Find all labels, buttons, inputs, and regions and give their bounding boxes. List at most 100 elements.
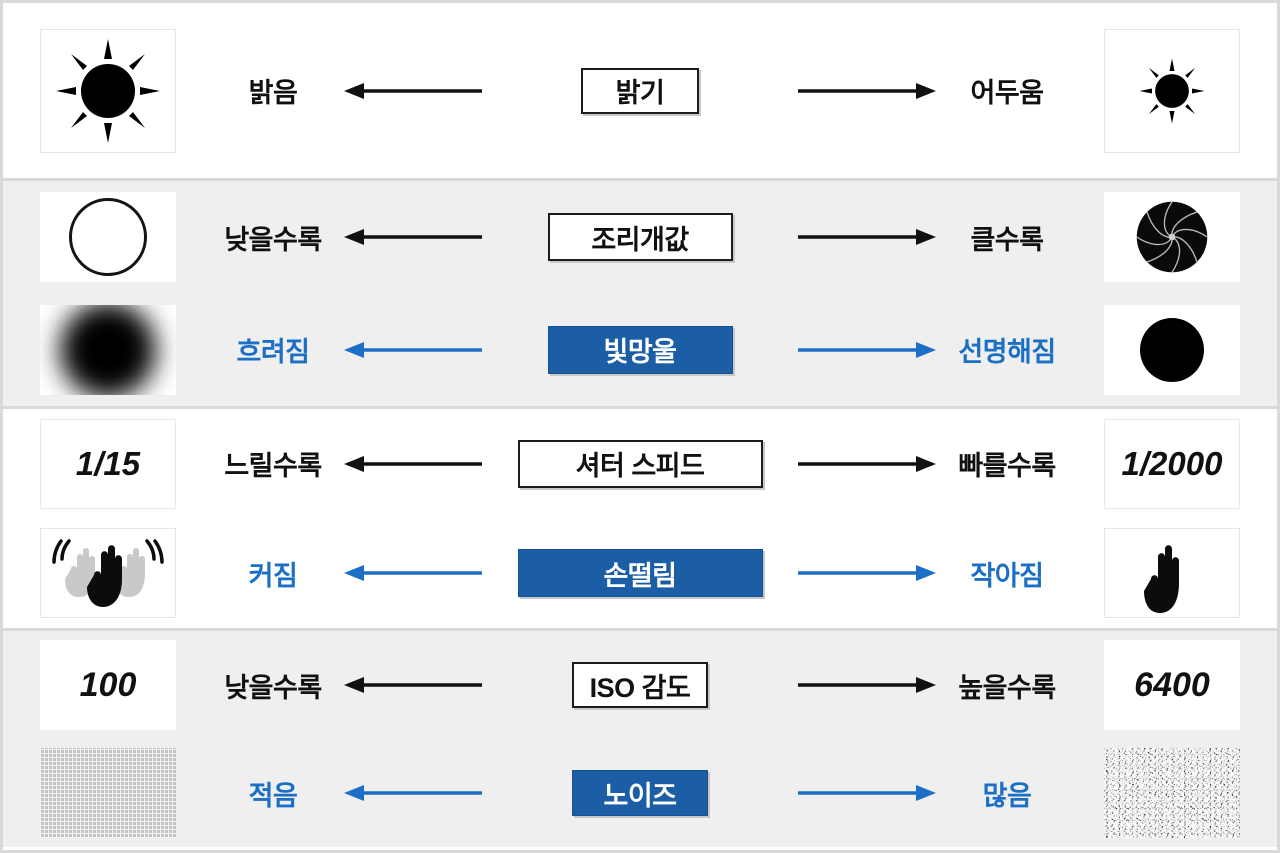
hand-shake-glyph [52,539,164,608]
shutter-left-label: 느릴수록 [224,451,322,482]
iso-left-thumb-cell: 100 [3,640,213,730]
aperture-left-arrow-cell [333,225,493,249]
shutter-left-arrow-cell [333,452,493,476]
aperture-left-thumb-cell [3,192,213,283]
aperture-open-circle-icon [40,192,176,283]
bokeh-left-label-cell: 흐려짐 [213,330,333,369]
brightness-left-thumb-cell [3,28,213,153]
sun-large-glyph [56,38,160,143]
noise-right-arrow-cell [787,781,947,805]
shutter-right-label: 빠를수록 [958,451,1056,482]
aperture-primary-row: 낮을수록 조리개값 클수록 [3,181,1277,294]
arrow-left-icon [344,455,482,472]
row-iso: 100 낮을수록 ISO 감도 [3,631,1277,847]
shutter-left-label-cell: 느릴수록 [213,444,333,483]
iso-left-label: 낮을수록 [224,672,322,703]
aperture-center-cell: 조리개값 [493,213,787,262]
brightness-right-label: 어두움 [970,78,1044,108]
chip-hand-shake[interactable]: 손떨림 [517,549,763,598]
bokeh-blurred-blob-icon [40,304,176,395]
handshake-left-thumb-cell [3,528,213,619]
solid-circle-glyph [1140,317,1204,382]
iso-value-low: 100 [40,640,176,730]
iso-right-label-cell: 높을수록 [947,666,1067,705]
bokeh-right-label: 선명해짐 [958,337,1056,368]
aperture-right-thumb-cell [1067,192,1277,283]
shutter-slow-text: 1/15 [75,444,141,482]
handshake-right-label: 작아짐 [970,560,1044,591]
shutter-right-arrow-cell [787,452,947,476]
chip-brightness[interactable]: 밝기 [581,67,699,114]
aperture-right-label: 클수록 [970,224,1044,255]
bokeh-right-thumb-cell [1067,304,1277,395]
shutter-right-thumb-cell: 1/2000 [1067,418,1277,509]
blurred-blob-glyph [60,304,156,395]
arrow-right-icon [798,229,936,246]
handshake-right-label-cell: 작아짐 [947,554,1067,593]
aperture-secondary-row: 흐려짐 빛망울 선명해짐 [3,294,1277,407]
iso-right-thumb-cell: 6400 [1067,640,1277,730]
handshake-left-label: 커짐 [248,560,298,591]
aperture-left-label: 낮을수록 [224,224,322,255]
arrow-left-icon [344,677,482,693]
iso-left-arrow-cell [333,673,493,697]
noise-right-label-cell: 많음 [947,774,1067,813]
shutter-primary-row: 1/15 느릴수록 셔터 스피드 [3,409,1277,519]
chip-bokeh[interactable]: 빛망울 [547,325,733,374]
chip-noise[interactable]: 노이즈 [572,770,708,816]
aperture-right-arrow-cell [787,225,947,249]
shutter-value-slow: 1/15 [40,418,176,509]
brightness-right-arrow-cell [787,79,947,103]
hand-steady-glyph [1144,545,1179,614]
brightness-right-thumb-cell [1067,28,1277,153]
brightness-left-arrow-cell [333,79,493,103]
shutter-value-fast: 1/2000 [1104,418,1240,509]
shutter-fast-text: 1/2000 [1121,444,1223,482]
sun-small-icon [1104,28,1240,153]
handshake-right-arrow-cell [787,561,947,585]
handshake-left-label-cell: 커짐 [213,554,333,593]
noise-right-thumb-cell [1067,748,1277,838]
arrow-left-icon [344,82,482,99]
handshake-secondary-row: 커짐 손떨림 작아짐 [3,519,1277,629]
arrow-left-icon [344,341,482,358]
noise-center-cell: 노이즈 [493,770,787,816]
chip-iso-sensitivity[interactable]: ISO 감도 [572,662,708,708]
shutter-center-cell: 셔터 스피드 [493,439,787,488]
arrow-right-icon [798,341,936,358]
aperture-iris-blades-icon [1104,192,1240,283]
noise-coarse-texture-icon [1104,748,1240,838]
iso-value-high: 6400 [1104,640,1240,730]
shutter-left-thumb-cell: 1/15 [3,418,213,509]
bokeh-left-arrow-cell [333,338,493,362]
bokeh-left-label: 흐려짐 [236,337,310,368]
handshake-right-thumb-cell [1067,528,1277,619]
row-brightness: 밝음 밝기 어두움 [3,3,1277,181]
aperture-right-label-cell: 클수록 [947,218,1067,257]
brightness-primary-row: 밝음 밝기 어두움 [3,3,1277,178]
bokeh-right-label-cell: 선명해짐 [947,330,1067,369]
aperture-left-label-cell: 낮을수록 [213,218,333,257]
noise-right-label: 많음 [982,780,1032,811]
arrow-right-icon [798,785,936,801]
chip-shutter-speed[interactable]: 셔터 스피드 [517,439,763,488]
brightness-right-label-cell: 어두움 [947,71,1067,110]
chip-aperture-value[interactable]: 조리개값 [547,213,733,262]
open-circle-glyph [69,198,147,277]
iso-low-text: 100 [79,665,137,704]
bokeh-left-thumb-cell [3,304,213,395]
noise-left-thumb-cell [3,748,213,838]
arrow-right-icon [798,455,936,472]
sun-small-glyph [1139,58,1205,123]
hand-steady-icon [1104,528,1240,619]
bokeh-center-cell: 빛망울 [493,325,787,374]
noise-left-arrow-cell [333,781,493,805]
sharp-solid-circle-icon [1104,304,1240,395]
row-shutter-speed: 1/15 느릴수록 셔터 스피드 [3,409,1277,631]
noise-fine-texture-icon [40,748,176,838]
bokeh-right-arrow-cell [787,338,947,362]
iso-primary-row: 100 낮을수록 ISO 감도 [3,631,1277,739]
iso-center-cell: ISO 감도 [493,662,787,708]
arrow-right-icon [798,565,936,582]
